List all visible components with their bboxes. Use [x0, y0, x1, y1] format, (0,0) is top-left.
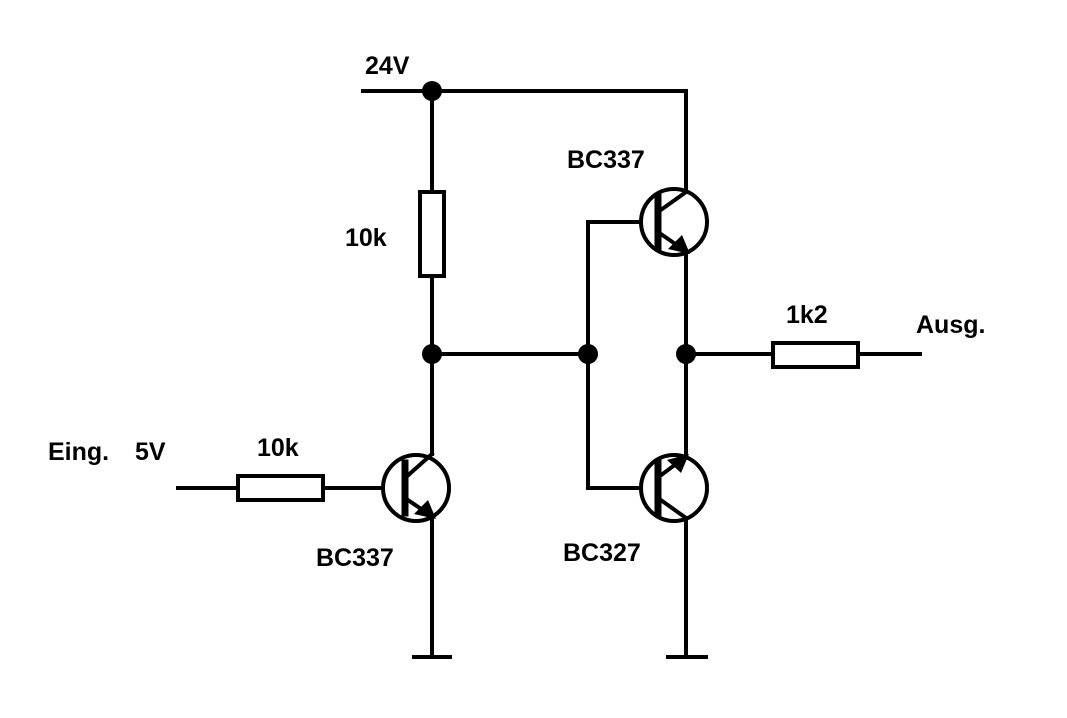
emitter-arrow-icon [414, 500, 436, 519]
base-resistor-label: 10k [257, 434, 299, 462]
output-resistor [771, 341, 860, 369]
emitter-arrow-icon [668, 235, 690, 254]
high-side-npn-transistor [639, 187, 709, 257]
emitter-arrow-icon [667, 454, 689, 473]
input-label: Eing. [48, 438, 109, 466]
low-transistor-label: BC327 [563, 539, 641, 567]
junction-dot [422, 81, 442, 101]
output-resistor-label: 1k2 [786, 301, 828, 329]
output-label: Ausg. [916, 311, 985, 339]
driver-transistor-label: BC337 [316, 544, 394, 572]
junction-dots [422, 81, 696, 364]
junction-dot [676, 344, 696, 364]
collector-node-wires [430, 220, 644, 490]
input-voltage-label: 5V [135, 438, 166, 466]
base-resistor [236, 474, 325, 502]
supply-rail [361, 89, 688, 194]
junction-dot [422, 344, 442, 364]
high-transistor-label: BC337 [567, 146, 645, 174]
driver-npn-transistor [381, 451, 451, 523]
pullup-resistor-label: 10k [345, 224, 387, 252]
junction-dot [578, 344, 598, 364]
low-side-pnp-transistor [639, 453, 709, 523]
pullup-resistor [418, 190, 446, 278]
supply-label: 24V [365, 52, 410, 80]
